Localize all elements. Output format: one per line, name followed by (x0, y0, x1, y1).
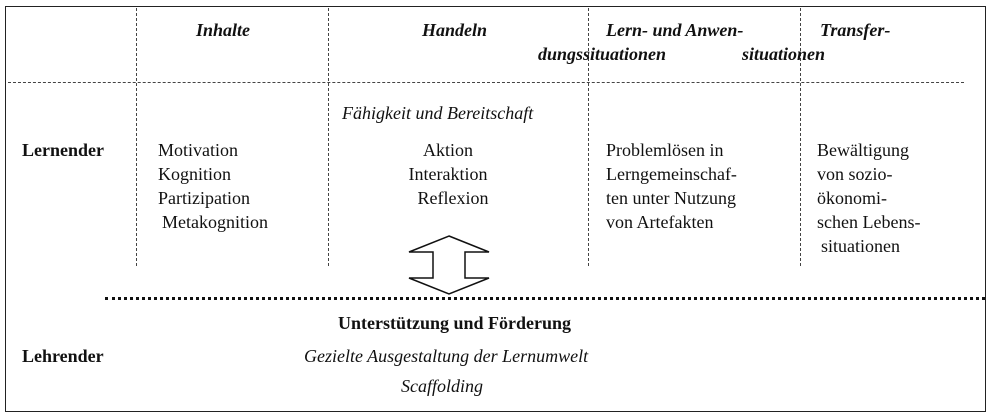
lehrender-heading: Unterstützung und Förderung (338, 313, 572, 333)
inhalte-item: Partizipation (158, 188, 250, 208)
column-divider-3 (588, 8, 589, 266)
double-arrow-vertical-icon (408, 235, 490, 295)
diagram-frame (5, 6, 986, 412)
header-handeln: Handeln (422, 20, 488, 40)
lern-item: ten unter Nutzung (606, 188, 736, 208)
column-divider-4 (800, 8, 801, 266)
handeln-list: Aktion Interaktion Reflexion (388, 138, 518, 210)
lehrender-line1: Gezielte Ausgestaltung der Lernumwelt (304, 346, 589, 366)
column-divider-1 (136, 8, 137, 266)
header-transfer-line1: Transfer- (820, 20, 891, 40)
lehrender-separator (105, 297, 985, 300)
lehrender-line2: Scaffolding (401, 376, 483, 396)
inhalte-item: Kognition (158, 164, 232, 184)
transfer-item: schen Lebens- (817, 212, 921, 232)
transfer-item: ökonomi- (817, 188, 887, 208)
column-divider-2 (328, 8, 329, 266)
header-lern-line2: dungssituationen (538, 44, 667, 64)
handeln-item: Interaktion (408, 164, 488, 184)
handeln-item: Aktion (422, 140, 473, 160)
faehigkeit-label: Fähigkeit und Bereitschaft (342, 103, 534, 123)
header-transfer-line2: situationen (742, 44, 826, 64)
lernender-label: Lernender (22, 140, 104, 160)
inhalte-item: Motivation (158, 140, 238, 160)
header-lern-line1: Lern- und Anwen- (606, 20, 744, 40)
transfer-item: situationen (821, 236, 900, 256)
lern-item: Problemlösen in (606, 140, 724, 160)
lern-list: Problemlösen in Lerngemeinschaf- ten unt… (606, 138, 737, 234)
header-inhalte: Inhalte (196, 20, 251, 40)
handeln-item: Reflexion (417, 188, 489, 208)
transfer-item: Bewältigung (817, 140, 909, 160)
header-divider (8, 82, 964, 83)
lern-item: von Artefakten (606, 212, 714, 232)
inhalte-item: Metakognition (162, 212, 268, 232)
inhalte-list: Motivation Kognition Partizipation Metak… (158, 138, 268, 234)
transfer-item: von sozio- (817, 164, 893, 184)
lehrender-label: Lehrender (22, 346, 104, 366)
lern-item: Lerngemeinschaf- (606, 164, 737, 184)
transfer-list: Bewältigung von sozio- ökonomi- schen Le… (817, 138, 920, 258)
